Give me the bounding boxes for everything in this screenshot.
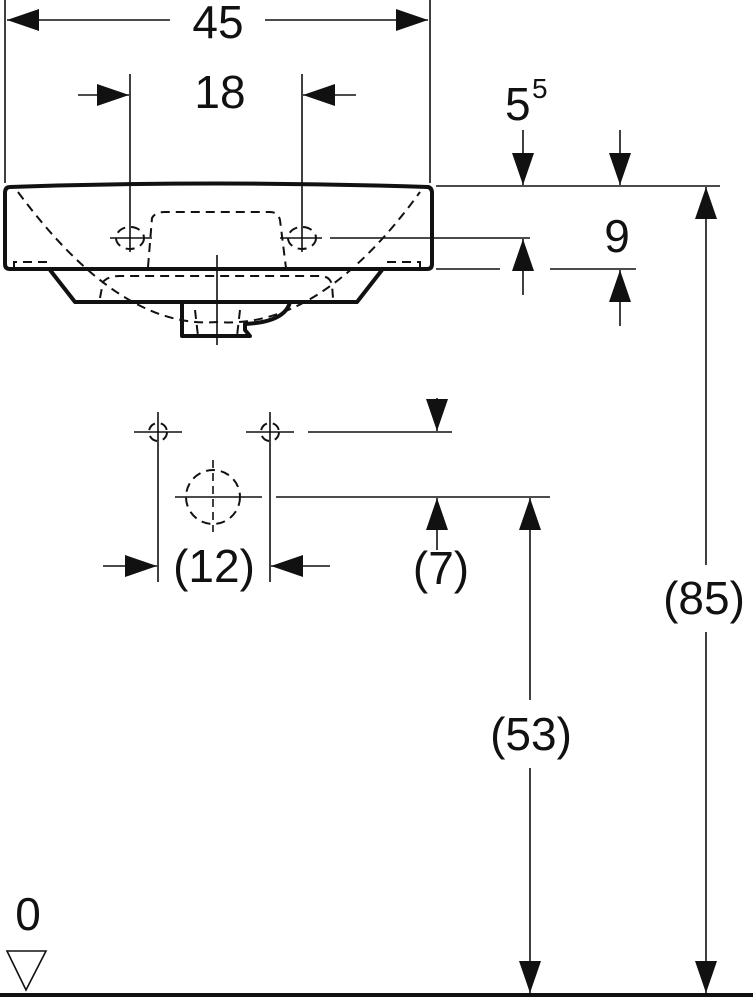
svg-text:(53): (53) [490,708,572,760]
svg-text:5: 5 [532,73,548,104]
basin-outline [3,181,434,345]
svg-text:(12): (12) [173,540,255,592]
dimension-drain-height: (53) [490,498,572,993]
dimension-tap-spacing: 18 [78,66,356,252]
dimension-rim-height: (85) [663,187,745,993]
svg-text:(7): (7) [413,542,469,594]
svg-text:9: 9 [604,210,630,262]
dimension-overall-width: 45 [4,0,431,183]
svg-text:(85): (85) [663,572,745,624]
supply-connections: (12) (7) [103,398,550,594]
dimension-rim-and-basin-height: 5 5 9 [330,73,720,326]
svg-text:45: 45 [192,0,243,48]
floor-level: 0 [0,888,753,997]
svg-text:5: 5 [505,78,531,130]
svg-text:0: 0 [15,888,41,940]
svg-text:18: 18 [194,66,245,118]
level-marker-icon [5,950,48,992]
